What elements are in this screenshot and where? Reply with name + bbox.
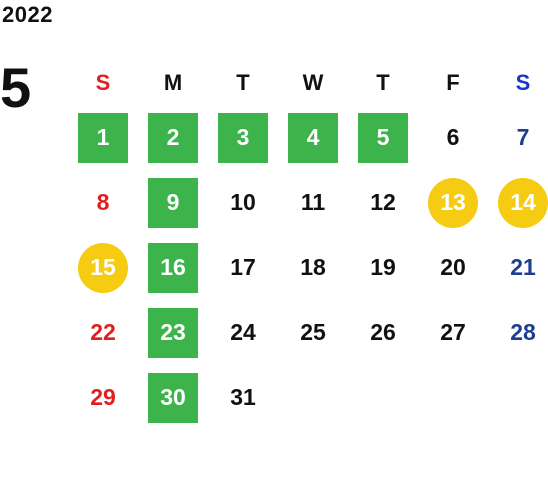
week-row: 8 9 10 11 12 13 14 [68, 170, 548, 235]
weekday-monday: M [163, 69, 183, 95]
day-cell-sunday[interactable]: 15 [78, 242, 128, 293]
day-cell-sunday[interactable]: 29 [90, 384, 116, 410]
day-cell-sunday[interactable]: 22 [90, 319, 116, 345]
day-cell-tuesday[interactable]: 10 [230, 189, 256, 215]
day-cell-friday[interactable]: 20 [440, 254, 466, 280]
day-cell-tuesday[interactable]: 17 [230, 254, 256, 280]
week-row: 29 30 31 [68, 365, 548, 430]
day-cell-thursday[interactable]: 19 [370, 254, 396, 280]
day-cell-saturday[interactable]: 7 [516, 124, 530, 150]
weekday-tuesday: T [236, 69, 250, 95]
day-cell-friday[interactable]: 13 [428, 177, 478, 228]
day-cell-saturday[interactable]: 14 [498, 177, 548, 228]
day-cell-monday[interactable]: 30 [148, 372, 198, 423]
day-cell-wednesday[interactable]: 4 [288, 112, 338, 163]
day-cell-monday[interactable]: 9 [148, 177, 198, 228]
day-cell-thursday[interactable]: 26 [370, 319, 396, 345]
weekday-friday: F [446, 69, 460, 95]
weekday-wednesday: W [302, 69, 324, 95]
day-cell-sunday[interactable]: 8 [96, 189, 110, 215]
day-cell-wednesday[interactable]: 11 [300, 189, 326, 215]
weekday-sunday: S [95, 69, 111, 95]
day-cell-thursday[interactable]: 5 [358, 112, 408, 163]
month-number: 5 [0, 56, 32, 119]
year-label: 2022 [2, 2, 53, 27]
day-cell-tuesday[interactable]: 31 [230, 384, 256, 410]
day-cell-monday[interactable]: 2 [148, 112, 198, 163]
day-cell-sunday[interactable]: 1 [78, 112, 128, 163]
weekday-saturday: S [515, 69, 531, 95]
day-cell-thursday[interactable]: 12 [370, 189, 396, 215]
day-cell-wednesday[interactable]: 18 [300, 254, 326, 280]
day-cell-tuesday[interactable]: 24 [230, 319, 256, 345]
week-row: 15 16 17 18 19 20 21 [68, 235, 548, 300]
day-cell-friday[interactable]: 27 [440, 319, 466, 345]
weekday-thursday: T [376, 69, 390, 95]
day-cell-wednesday[interactable]: 25 [300, 319, 326, 345]
weekday-header: S M T W T F S [68, 60, 548, 105]
day-cell-monday[interactable]: 23 [148, 307, 198, 358]
week-row: 22 23 24 25 26 27 28 [68, 300, 548, 365]
day-cell-friday[interactable]: 6 [446, 124, 460, 150]
day-cell-saturday[interactable]: 28 [510, 319, 536, 345]
day-cell-saturday[interactable]: 21 [510, 254, 536, 280]
day-cell-tuesday[interactable]: 3 [218, 112, 268, 163]
day-cell-monday[interactable]: 16 [148, 242, 198, 293]
